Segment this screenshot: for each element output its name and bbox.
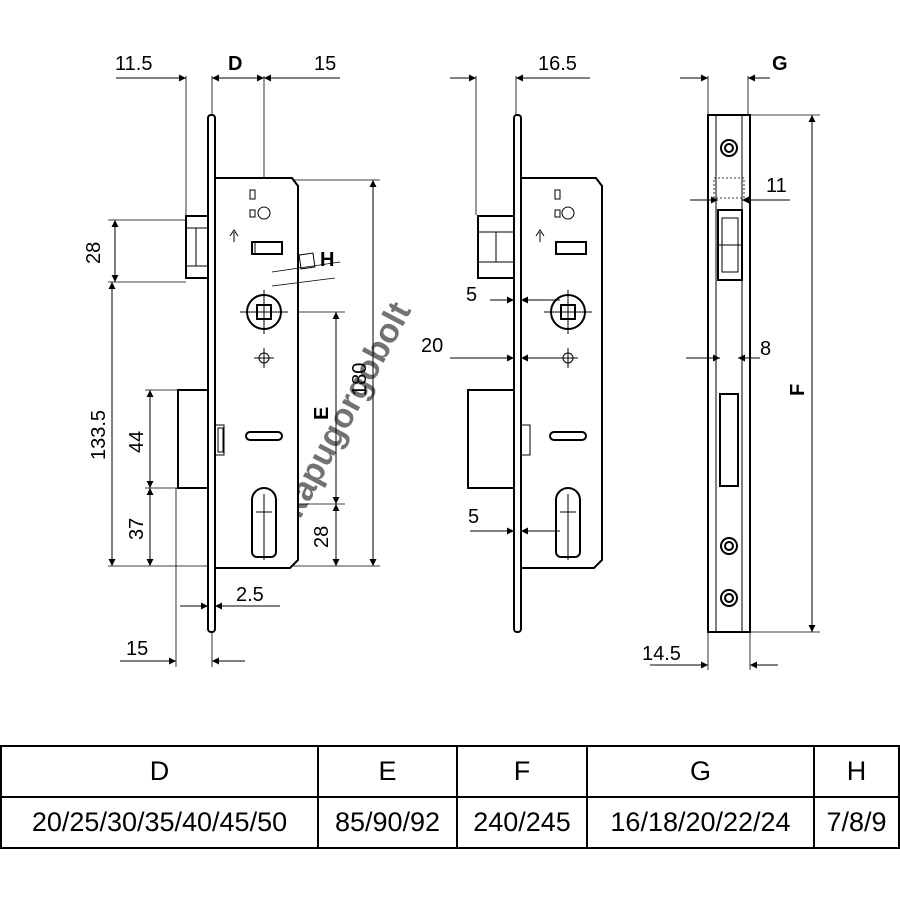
dim-strike-bottom: 14.5 <box>642 643 681 665</box>
dim-bolt-to-bottom: 37 <box>126 518 148 540</box>
bolt-opening <box>719 393 739 487</box>
technical-drawing: kapugorgobolt <box>83 53 820 670</box>
dim-e-label: E <box>311 407 333 420</box>
table-header-h: H <box>813 745 900 798</box>
side-faceplate <box>513 114 522 633</box>
faceplate <box>207 114 216 633</box>
table-header-g: G <box>586 745 815 798</box>
dim-bottom-left: 15 <box>126 638 148 660</box>
dim-g-label: G <box>772 53 788 75</box>
dimension-table: D E F G H 20/25/30/35/40/45/50 85/90/92 … <box>0 745 900 849</box>
side-case <box>520 177 603 569</box>
side-deadbolt <box>467 389 515 489</box>
middle-slot <box>245 431 283 441</box>
table-header-f: F <box>456 745 588 798</box>
dim-spindle-to-bottom: 133.5 <box>88 410 110 460</box>
dim-strike-latch-opening: 11 <box>766 175 787 197</box>
dim-bolt-height: 44 <box>126 431 148 453</box>
table-row: 20/25/30/35/40/45/50 85/90/92 240/245 16… <box>0 796 900 849</box>
table-header-e: E <box>317 745 458 798</box>
lock-case <box>214 177 299 569</box>
dim-strike-bolt-opening: 8 <box>760 338 771 360</box>
table-header-d: D <box>0 745 319 798</box>
dim-side-offset-upper: 5 <box>466 284 477 306</box>
dim-top-left: 11.5 <box>115 53 152 75</box>
screw-hole <box>257 206 271 220</box>
dim-d-label: D <box>228 53 242 75</box>
dim-side-offset-mid: 20 <box>421 335 443 357</box>
table-value-g: 16/18/20/22/24 <box>586 796 815 849</box>
dim-plate-thickness: 2.5 <box>236 584 264 606</box>
dim-side-top: 16.5 <box>538 53 577 75</box>
dim-height: 180 <box>349 363 371 396</box>
table-value-e: 85/90/92 <box>317 796 458 849</box>
table-header-row: D E F G H <box>0 745 900 798</box>
front-view: 11.5 D 15 28 133.5 44 37 180 E 28 H 2.5 … <box>83 53 380 667</box>
side-view: 16.5 5 20 5 <box>421 53 603 633</box>
dim-top-right: 15 <box>314 53 336 75</box>
strike-plate-view: G 11 8 F 14.5 <box>642 53 820 670</box>
dim-side-offset-lower: 5 <box>468 506 479 528</box>
latch <box>185 215 209 279</box>
table-value-d: 20/25/30/35/40/45/50 <box>0 796 319 849</box>
dim-cylinder-to-bottom: 28 <box>311 526 333 548</box>
table-value-f: 240/245 <box>456 796 588 849</box>
dim-h-label: H <box>320 249 334 271</box>
table-value-h: 7/8/9 <box>813 796 900 849</box>
deadbolt <box>177 389 209 489</box>
dim-latch-height: 28 <box>83 242 105 264</box>
latch-slot <box>251 241 283 255</box>
dim-f-label: F <box>787 384 809 396</box>
